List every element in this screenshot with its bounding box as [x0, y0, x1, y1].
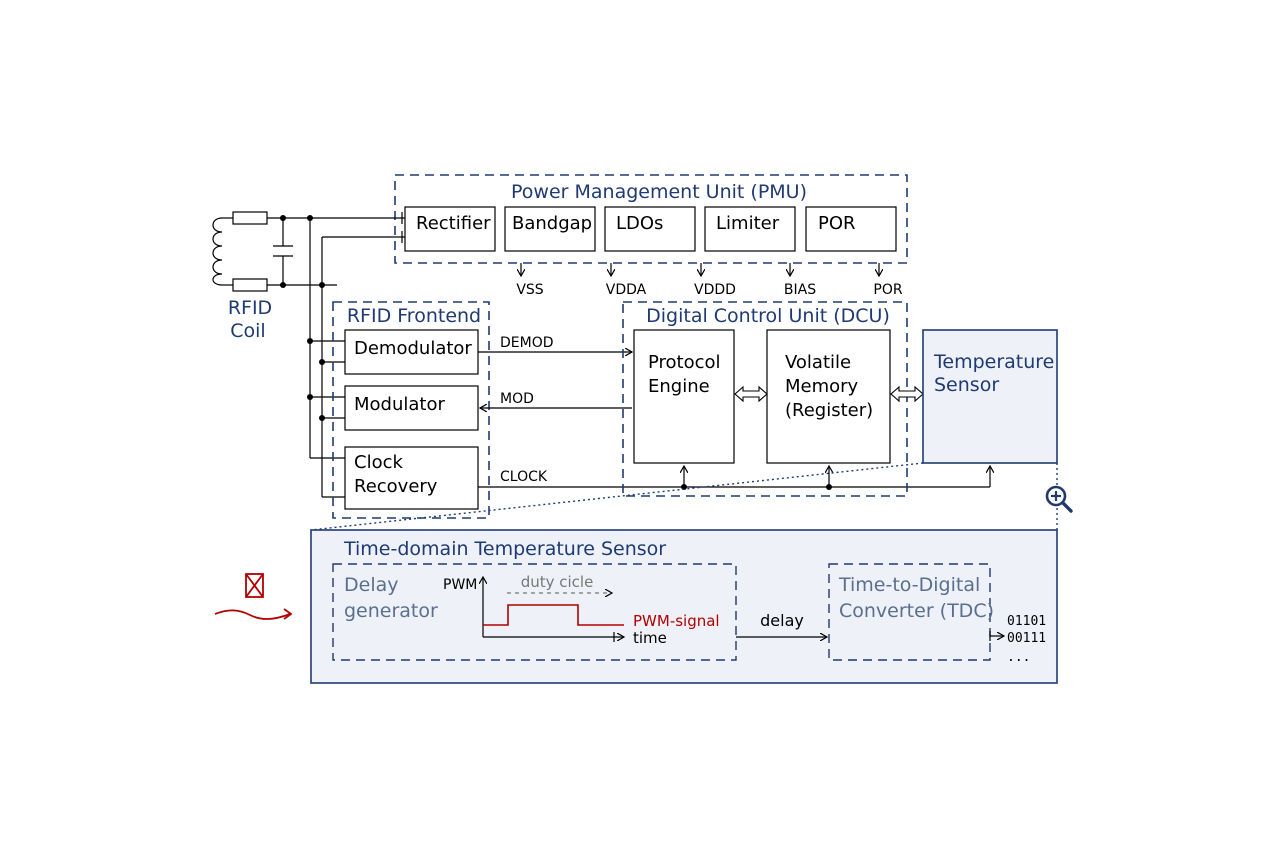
clock-recovery-label-1: Clock — [354, 452, 403, 473]
rectifier-label: Rectifier — [416, 213, 491, 234]
duty-cycle-label: duty cicle — [521, 573, 594, 591]
coil-label-line2: Coil — [230, 320, 265, 342]
pwm-waveform — [483, 604, 624, 626]
detail-panel-frame — [310, 529, 1058, 684]
delay-generator-label-1: Delay — [344, 574, 399, 596]
tdc-label-2: Converter (TDC) — [839, 600, 994, 622]
temperature-sensor-label-2: Sensor — [934, 374, 999, 396]
protocol-engine-block — [633, 329, 735, 464]
bandgap-block — [504, 206, 596, 252]
volatile-memory-block — [766, 329, 891, 464]
modulator-block — [344, 385, 479, 431]
frontend-boundary — [332, 301, 490, 519]
detail-title: Time-domain Temperature Sensor — [343, 538, 666, 560]
rfid-frontend-group: RFID Frontend Demodulator Modulator Cloc… — [332, 301, 490, 519]
clock-signal-label: CLOCK — [500, 469, 548, 485]
por-label: POR — [818, 213, 856, 234]
protocol-engine-label-2: Engine — [648, 376, 710, 397]
demod-signal-label: DEMOD — [500, 335, 554, 351]
dcu-group: Digital Control Unit (DCU) Protocol Engi… — [622, 301, 924, 497]
pmu-title: Power Management Unit (PMU) — [511, 181, 807, 203]
limiter-label: Limiter — [716, 213, 780, 234]
magnifier-plus-icon[interactable] — [1045, 485, 1073, 513]
time-axis-label: time — [633, 629, 667, 647]
tdc-boundary — [828, 563, 991, 661]
junction-dots — [280, 215, 325, 421]
crossed-box-icon[interactable] — [245, 573, 264, 598]
dcu-boundary — [622, 301, 908, 497]
delay-label: delay — [760, 611, 804, 630]
pmu-boundary — [394, 174, 908, 264]
pmu-group: Power Management Unit (PMU) Rectifier Ba… — [394, 174, 908, 298]
clock-recovery-block — [344, 446, 479, 510]
coil-label-line1: RFID — [228, 297, 272, 319]
pmu-out-vss: VSS — [516, 282, 543, 298]
rectifier-block — [404, 206, 496, 252]
ldos-block — [604, 206, 696, 252]
por-block — [805, 206, 897, 252]
coil-resistor-bottom — [232, 278, 268, 292]
volatile-memory-label-3: (Register) — [785, 400, 873, 421]
frontend-title: RFID Frontend — [347, 305, 481, 327]
volatile-memory-label-1: Volatile — [785, 352, 851, 373]
coil-resistor-top — [232, 211, 268, 225]
tdc-output-2: 00111 — [1007, 631, 1046, 646]
dcu-title: Digital Control Unit (DCU) — [646, 305, 890, 327]
bandgap-label: Bandgap — [512, 213, 592, 234]
modulator-label: Modulator — [354, 394, 445, 415]
bus-arrow-protocol-memory — [734, 385, 768, 403]
delay-generator-label-2: generator — [344, 600, 438, 622]
clock-recovery-label-2: Recovery — [354, 476, 438, 497]
detail-panel: Time-domain Temperature Sensor Delay gen… — [310, 529, 1058, 684]
pwm-axis-label: PWM — [443, 577, 477, 593]
tdc-label-1: Time-to-Digital — [838, 574, 980, 596]
demodulator-label: Demodulator — [354, 338, 472, 359]
tdc-output-3: ... — [1007, 650, 1030, 665]
pmu-out-por: POR — [873, 282, 902, 298]
wave-arrow-icon[interactable] — [214, 608, 293, 620]
temperature-sensor-block[interactable] — [922, 329, 1058, 464]
pmu-out-bias: BIAS — [784, 282, 816, 298]
pmu-out-vdda: VDDA — [606, 282, 647, 298]
volatile-memory-label-2: Memory — [785, 376, 859, 397]
coil-inductor — [212, 217, 223, 286]
pmu-out-vddd: VDDD — [694, 282, 736, 298]
temperature-sensor-label-1: Temperature — [933, 351, 1054, 373]
tdc-output-1: 01101 — [1007, 614, 1046, 629]
protocol-engine-label-1: Protocol — [648, 352, 721, 373]
limiter-block — [704, 206, 796, 252]
delay-generator-boundary — [332, 563, 737, 661]
ldos-label: LDOs — [616, 213, 663, 234]
pwm-signal-label: PWM-signal — [633, 612, 720, 630]
mod-signal-label: MOD — [500, 391, 534, 407]
